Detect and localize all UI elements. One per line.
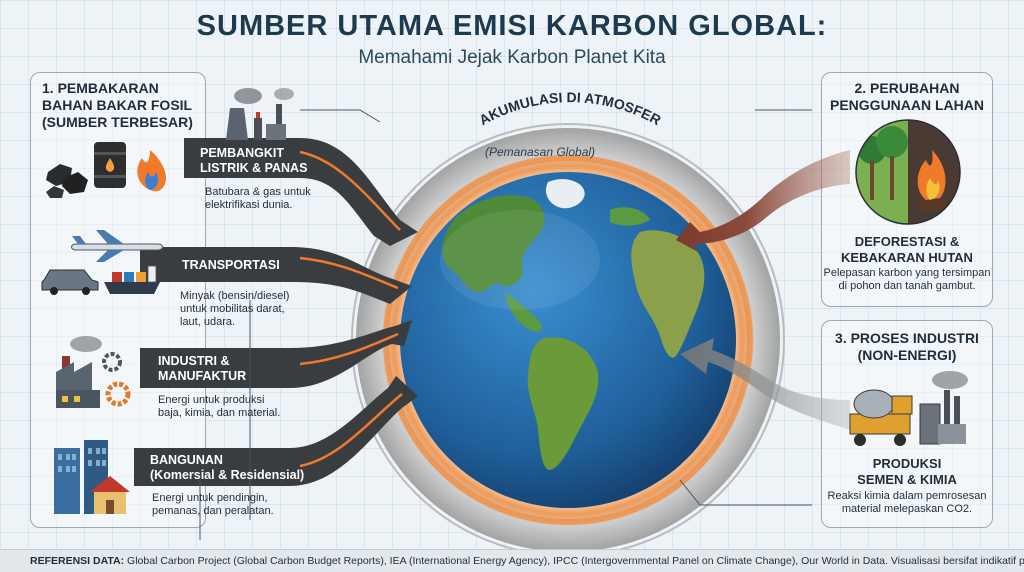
emission-flow-transport <box>140 247 412 304</box>
deforestation-heading: DEFORESTASI & KEBAKARAN HUTAN <box>841 234 973 265</box>
earth-globe-icon <box>400 172 736 508</box>
connector-lines <box>199 109 812 540</box>
sector-label-power: PEMBANGKIT LISTRIK & PANAS <box>200 146 308 175</box>
emission-flow-land-use <box>676 150 850 252</box>
arc-subtitle: (Pemanasan Global) <box>485 145 595 159</box>
footer-text: Global Carbon Project (Global Carbon Bud… <box>127 555 1024 567</box>
car-icon <box>41 269 99 295</box>
cement-mixer-icon <box>849 389 913 446</box>
footer-references: REFERENSI DATA: Global Carbon Project (G… <box>0 549 1024 572</box>
oil-barrel-icon <box>94 142 126 188</box>
emission-flow-industry <box>140 320 412 388</box>
emission-flow-power <box>184 138 418 246</box>
sector-desc-buildings: Energi untuk pendingin, pemanas, dan per… <box>152 492 274 517</box>
factory-icon <box>56 336 102 408</box>
cement-chemical-heading: PRODUKSI SEMEN & KIMIA <box>857 456 957 487</box>
forest-fire-icon <box>855 119 961 225</box>
airplane-icon <box>71 230 163 262</box>
gas-flame-icon <box>137 150 167 192</box>
page-subtitle: Memahami Jejak Karbon Planet Kita <box>358 47 666 68</box>
sector-label-industry: INDUSTRI & MANUFAKTUR <box>158 354 247 383</box>
footer-label: REFERENSI DATA: <box>30 555 125 567</box>
buildings-icon <box>54 440 108 514</box>
right-bottom-panel-title: 3. PROSES INDUSTRI (NON-ENERGI) <box>835 330 979 363</box>
sector-desc-transport: Minyak (bensin/diesel) untuk mobilitas d… <box>180 290 290 328</box>
sector-desc-power: Batubara & gas untuk elektrifikasi dunia… <box>205 186 311 211</box>
cement-chemical-desc: Reaksi kimia dalam pemrosesan material m… <box>827 490 987 515</box>
sector-desc-industry: Energi untuk produksi baja, kimia, dan m… <box>158 394 281 419</box>
gear-icon <box>102 352 131 407</box>
right-top-panel-title: 2. PERUBAHAN PENGGUNAAN LAHAN <box>830 80 984 113</box>
chemical-plant-icon <box>919 371 968 445</box>
emission-flow-industrial-process <box>680 338 850 430</box>
sector-label-buildings: BANGUNAN (Komersial & Residensial) <box>150 453 305 482</box>
left-panel-title: 1. PEMBAKARAN BAHAN BAKAR FOSIL (SUMBER … <box>42 80 193 130</box>
arc-title: AKUMULASI DI ATMOSFER <box>476 89 663 128</box>
cargo-ship-icon <box>104 265 160 294</box>
power-plant-icon <box>226 88 294 140</box>
page-title: SUMBER UTAMA EMISI KARBON GLOBAL: <box>196 10 828 42</box>
deforestation-desc: Pelepasan karbon yang tersimpan di pohon… <box>823 267 991 292</box>
house-icon <box>90 476 130 514</box>
sector-label-transport: TRANSPORTASI <box>182 258 280 272</box>
emission-flow-buildings <box>134 376 418 486</box>
coal-icon <box>46 164 88 198</box>
